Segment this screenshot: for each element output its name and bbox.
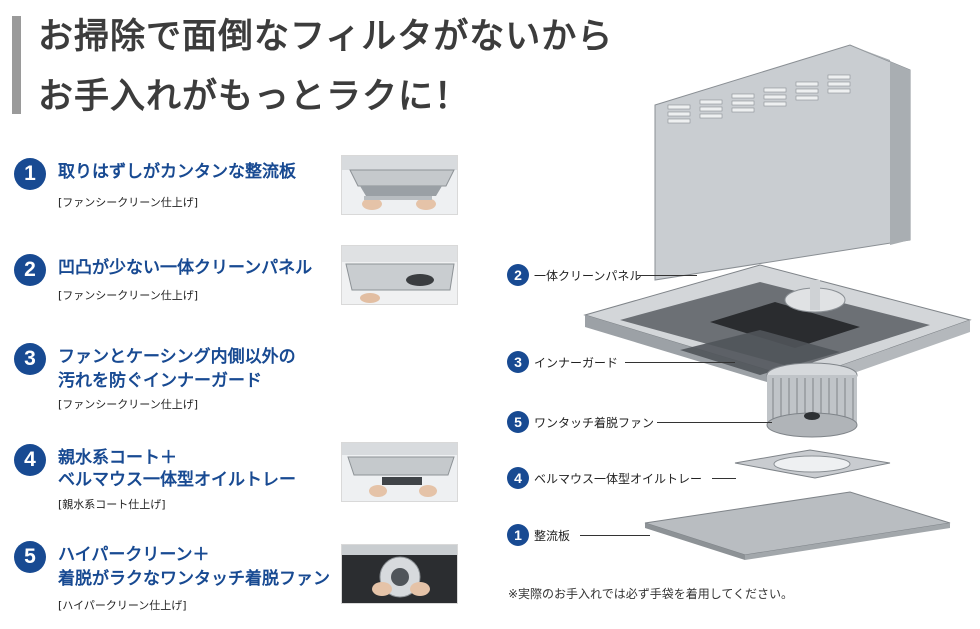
oil-tray-photo-icon — [341, 442, 458, 502]
feature-number-badge: 4 — [14, 444, 46, 476]
feature-number-badge: 1 — [14, 158, 46, 190]
feature-title-line-2: 着脱がラクなワンタッチ着脱ファン — [58, 569, 330, 589]
diagram-label-text: ワンタッチ着脱ファン — [534, 415, 655, 430]
diagram-number-badge: 2 — [507, 264, 529, 286]
leader-line — [712, 478, 736, 479]
diagram-label-one-touch-fan: 5 ワンタッチ着脱ファン — [507, 411, 654, 433]
diagram-label-inner-guard: 3 インナーガード — [507, 351, 618, 373]
diagram-number-badge: 3 — [507, 351, 529, 373]
feature-finish-note: [ファンシークリーン仕上げ] — [58, 196, 199, 209]
headline-accent-bar — [12, 16, 21, 114]
clean-panel-photo-icon — [341, 245, 458, 305]
leader-line — [657, 422, 772, 423]
headline-line-2: お手入れがもっとラクに！ — [38, 77, 471, 117]
diagram-label-rectifier-plate: 1 整流板 — [507, 524, 570, 546]
feature-number-badge: 3 — [14, 343, 46, 375]
diagram-label-oil-tray: 4 ベルマウス一体型オイルトレー — [507, 467, 702, 489]
diagram-number-badge: 4 — [507, 467, 529, 489]
leader-line — [580, 535, 650, 536]
feature-title-line-2: ベルマウス一体型オイルトレー — [58, 470, 296, 490]
glove-caution-note: ※実際のお手入れでは必ず手袋を着用してください。 — [508, 587, 793, 601]
feature-title-line-1: ファンとケーシング内側以外の — [58, 347, 296, 367]
feature-title-line-1: ハイパークリーン＋ — [58, 545, 210, 565]
diagram-label-clean-panel: 2 一体クリーンパネル — [507, 264, 641, 286]
diagram-number-badge: 1 — [507, 524, 529, 546]
feature-finish-note: [親水系コート仕上げ] — [58, 498, 166, 511]
feature-title: 取りはずしがカンタンな整流板 — [58, 162, 296, 182]
feature-5: 5 ハイパークリーン＋ 着脱がラクなワンタッチ着脱ファン [ハイパークリーン仕上… — [14, 541, 334, 617]
feature-finish-note: [ハイパークリーン仕上げ] — [58, 599, 187, 612]
fan-removal-photo-icon — [341, 544, 458, 604]
feature-number-badge: 2 — [14, 254, 46, 286]
feature-title-line-2: 汚れを防ぐインナーガード — [58, 371, 262, 391]
diagram-label-text: 一体クリーンパネル — [534, 268, 642, 283]
feature-2: 2 凹凸が少ない一体クリーンパネル [ファンシークリーン仕上げ] — [14, 254, 334, 304]
feature-4: 4 親水系コート＋ ベルマウス一体型オイルトレー [親水系コート仕上げ] — [14, 444, 334, 512]
leader-line — [637, 275, 697, 276]
hood-panel-photo-icon — [341, 155, 458, 215]
diagram-label-text: ベルマウス一体型オイルトレー — [534, 471, 703, 486]
leader-line — [625, 362, 735, 363]
feature-number-badge: 5 — [14, 541, 46, 573]
headline-line-1: お掃除で面倒なフィルタがないから — [38, 17, 614, 57]
feature-title-line-1: 親水系コート＋ — [58, 448, 177, 468]
feature-finish-note: [ファンシークリーン仕上げ] — [58, 289, 199, 302]
diagram-label-text: インナーガード — [534, 355, 619, 370]
diagram-label-text: 整流板 — [534, 528, 571, 543]
range-hood-exploded-illustration — [560, 30, 980, 600]
diagram-number-badge: 5 — [507, 411, 529, 433]
feature-3: 3 ファンとケーシング内側以外の 汚れを防ぐインナーガード [ファンシークリーン… — [14, 343, 334, 413]
feature-finish-note: [ファンシークリーン仕上げ] — [58, 398, 199, 411]
feature-1: 1 取りはずしがカンタンな整流板 [ファンシークリーン仕上げ] — [14, 158, 334, 218]
feature-title: 凹凸が少ない一体クリーンパネル — [58, 258, 313, 278]
